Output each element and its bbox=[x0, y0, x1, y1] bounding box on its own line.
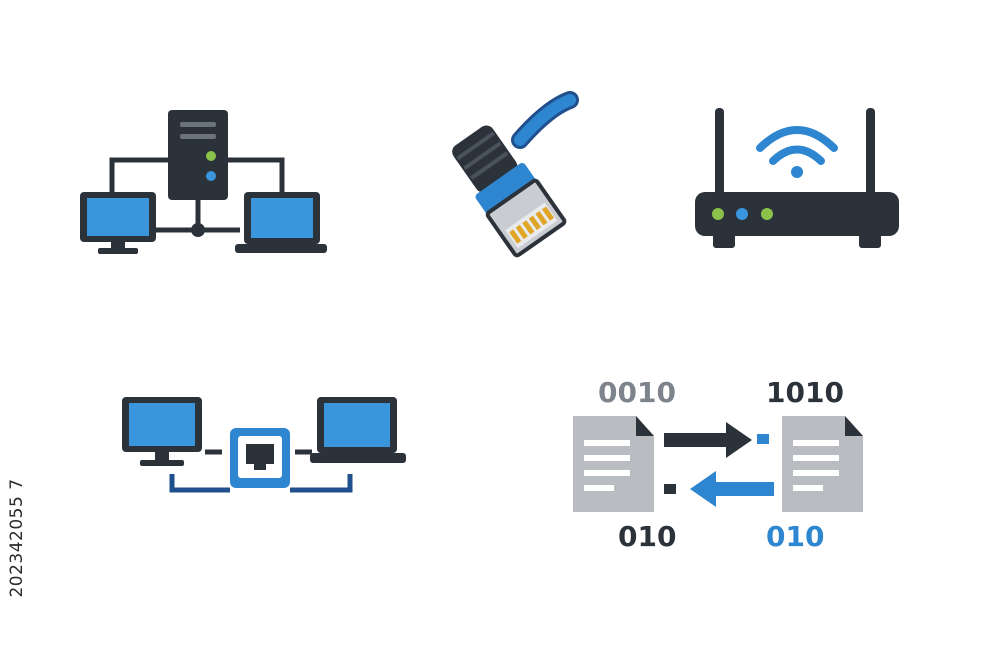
server-tower-icon bbox=[168, 110, 228, 200]
stock-id-text: 202342055 7 bbox=[7, 478, 27, 598]
arrow-right-icon bbox=[664, 422, 769, 458]
binary-label-top-left: 0010 bbox=[598, 376, 676, 409]
antenna-left bbox=[715, 108, 724, 200]
network-topology-icon bbox=[80, 110, 327, 254]
binary-label-bottom-left: 010 bbox=[618, 520, 676, 553]
data-transfer-icon: 0010 1010 010 010 bbox=[573, 376, 863, 553]
hub-node-icon bbox=[191, 223, 205, 237]
document-right-icon bbox=[782, 416, 863, 512]
stock-id-label: 202342055 7 bbox=[2, 418, 32, 658]
ethernet-port-icon bbox=[230, 428, 290, 488]
wifi-router-icon bbox=[695, 108, 899, 248]
ethernet-cable-icon bbox=[452, 91, 579, 258]
wifi-signal-icon bbox=[756, 126, 838, 165]
antenna-right bbox=[866, 108, 875, 200]
laptop-icon bbox=[235, 192, 327, 253]
binary-label-top-right: 1010 bbox=[766, 376, 844, 409]
lan-laptop-icon bbox=[310, 397, 406, 463]
desktop-monitor-icon bbox=[80, 192, 156, 254]
lan-connection-icon bbox=[122, 397, 406, 493]
binary-label-bottom-right: 010 bbox=[766, 520, 824, 553]
lan-desktop-monitor-icon bbox=[122, 397, 202, 466]
document-left-icon bbox=[573, 416, 654, 512]
arrow-left-icon bbox=[664, 471, 774, 507]
